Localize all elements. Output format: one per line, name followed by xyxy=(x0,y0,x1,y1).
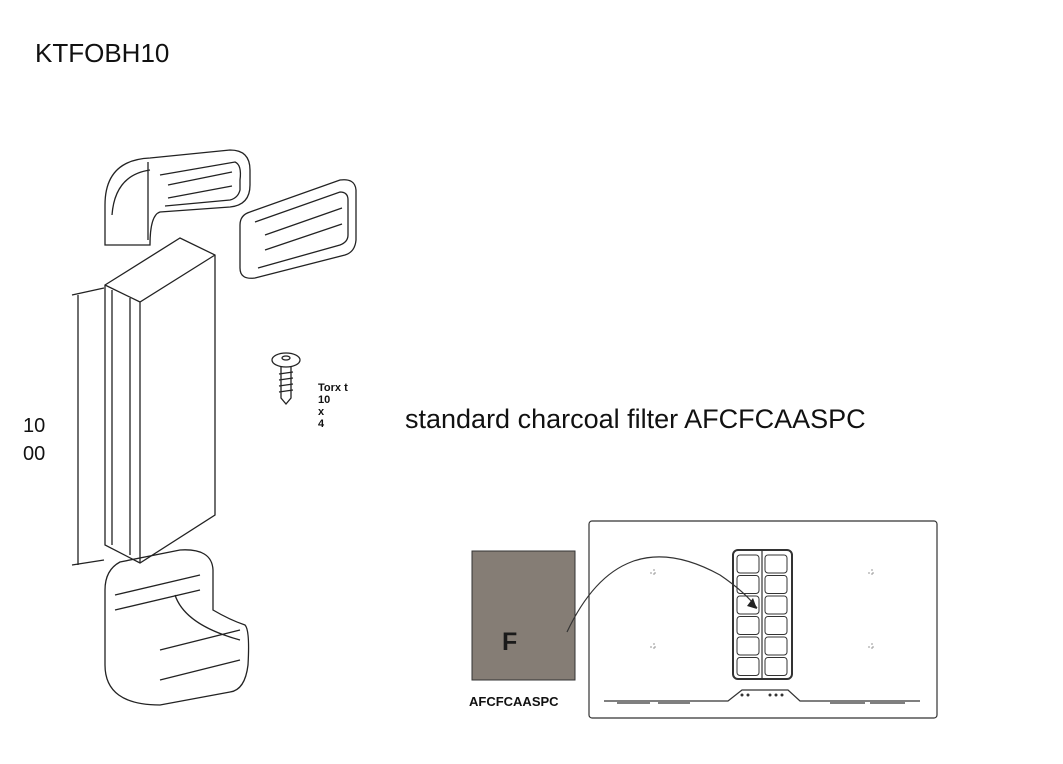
arrow-icon xyxy=(566,556,758,633)
screw-label-line3: x xyxy=(318,406,325,418)
vertical-duct xyxy=(104,237,216,564)
filter-grid-cell xyxy=(736,554,760,574)
dimension-label-line2: 00 xyxy=(23,443,46,465)
filter-grid-cell xyxy=(736,616,760,635)
filter-grid-cell xyxy=(764,575,788,594)
filter-grid-cell xyxy=(736,595,760,615)
filter-letter: F xyxy=(502,628,518,656)
filter-grid-cell xyxy=(764,595,788,615)
filter-grid-cell xyxy=(764,554,788,574)
filter-model-label: AFCFCAASPC xyxy=(469,694,559,709)
screw-label-line2: 10 xyxy=(318,394,331,406)
page-title: KTFOBH10 xyxy=(35,38,170,68)
filter-grid-cell xyxy=(736,657,760,676)
charcoal-filter-box xyxy=(471,550,576,681)
filter-grid-cell xyxy=(764,657,788,676)
straight-connector xyxy=(239,179,357,279)
screw-label-line1: Torx t xyxy=(318,382,348,394)
filter-grid-cell xyxy=(764,616,788,635)
arrow-head-icon xyxy=(747,598,757,609)
filter-grid-cell xyxy=(736,575,760,594)
dimension-label-line1: 10 xyxy=(23,415,46,437)
hob-control-dots xyxy=(740,693,784,697)
filter-grid-cell xyxy=(736,636,760,656)
hob-filter-grid xyxy=(732,549,793,680)
dimension-line xyxy=(71,287,105,566)
top-elbow-duct xyxy=(104,149,251,246)
bottom-elbow-duct xyxy=(104,549,250,706)
filter-caption: standard charcoal filter AFCFCAASPC xyxy=(405,404,866,434)
torx-screw xyxy=(271,352,301,406)
screw-label-line4: 4 xyxy=(318,418,325,430)
hob-outline xyxy=(566,520,938,719)
hob-zone-markers xyxy=(650,569,876,651)
filter-grid-cell xyxy=(764,636,788,656)
